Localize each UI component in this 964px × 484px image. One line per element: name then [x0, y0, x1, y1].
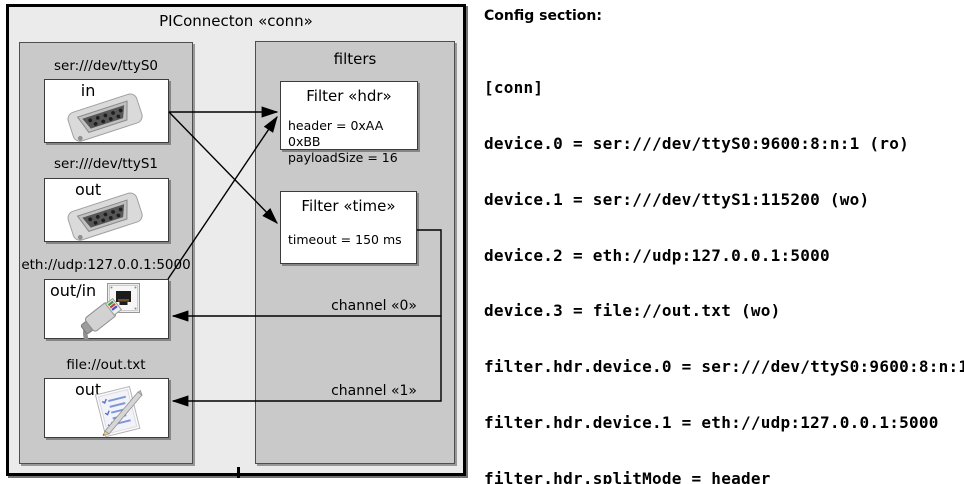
- device-direction: out: [74, 180, 102, 199]
- device-node-file: out: [44, 378, 169, 438]
- device-label-file: file://out.txt: [66, 357, 146, 373]
- filter-title: Filter «time»: [301, 197, 396, 215]
- device-node-ttys1: out: [44, 178, 169, 242]
- device-label-ttys0: ser:///dev/ttyS0: [54, 58, 158, 74]
- channel-0-label: channel «0»: [331, 298, 417, 314]
- config-line: device.2 = eth://udp:127.0.0.1:5000: [484, 245, 830, 265]
- config-heading: Config section:: [484, 8, 602, 24]
- device-label-eth: eth://udp:127.0.0.1:5000: [21, 257, 191, 273]
- config-line: device.0 = ser:///dev/ttyS0:9600:8:n:1 (…: [484, 133, 909, 153]
- config-line: filter.hdr.device.1 = eth://udp:127.0.0.…: [484, 412, 939, 432]
- config-line: filter.hdr.splitMode = header: [484, 468, 771, 484]
- config-line: device.3 = file://out.txt (wo): [484, 301, 781, 321]
- device-node-ttys0: in: [44, 79, 169, 143]
- piconnector-block: PIConnecton «conn» filters ser:///dev/tt…: [6, 4, 466, 478]
- filter-title: Filter «hdr»: [306, 87, 392, 105]
- config-line: device.1 = ser:///dev/ttyS1:115200 (wo): [484, 189, 870, 209]
- device-direction: out/in: [50, 281, 97, 300]
- device-direction: in: [80, 81, 96, 100]
- diagram-title: PIConnecton «conn»: [159, 12, 313, 30]
- serial-connector-icon: [67, 192, 143, 241]
- device-direction: out: [74, 380, 102, 399]
- filters-panel-title: filters: [333, 50, 377, 68]
- filter-node-time: Filter «time» timeout = 150 ms: [280, 191, 417, 264]
- bottom-tick-mark: [237, 467, 240, 478]
- ethernet-plug-icon: [80, 297, 123, 339]
- filter-node-hdr: Filter «hdr» header = 0xAA 0xBB payloadS…: [280, 81, 418, 165]
- filter-property: payloadSize = 16: [288, 150, 398, 165]
- serial-connector-icon: [67, 93, 143, 142]
- config-line: filter.hdr.device.0 = ser:///dev/ttyS0:9…: [484, 357, 964, 377]
- config-text: [conn] device.0 = ser:///dev/ttyS0:9600:…: [484, 42, 964, 484]
- filter-property: timeout = 150 ms: [288, 232, 402, 247]
- notepad-pencil-icon: [94, 385, 143, 438]
- config-line: [conn]: [484, 78, 544, 98]
- channel-1-label: channel «1»: [331, 383, 417, 399]
- filter-property: header = 0xAA 0xBB: [288, 118, 384, 149]
- device-node-eth: out/in: [44, 279, 169, 339]
- device-label-ttys1: ser:///dev/ttyS1: [54, 156, 158, 172]
